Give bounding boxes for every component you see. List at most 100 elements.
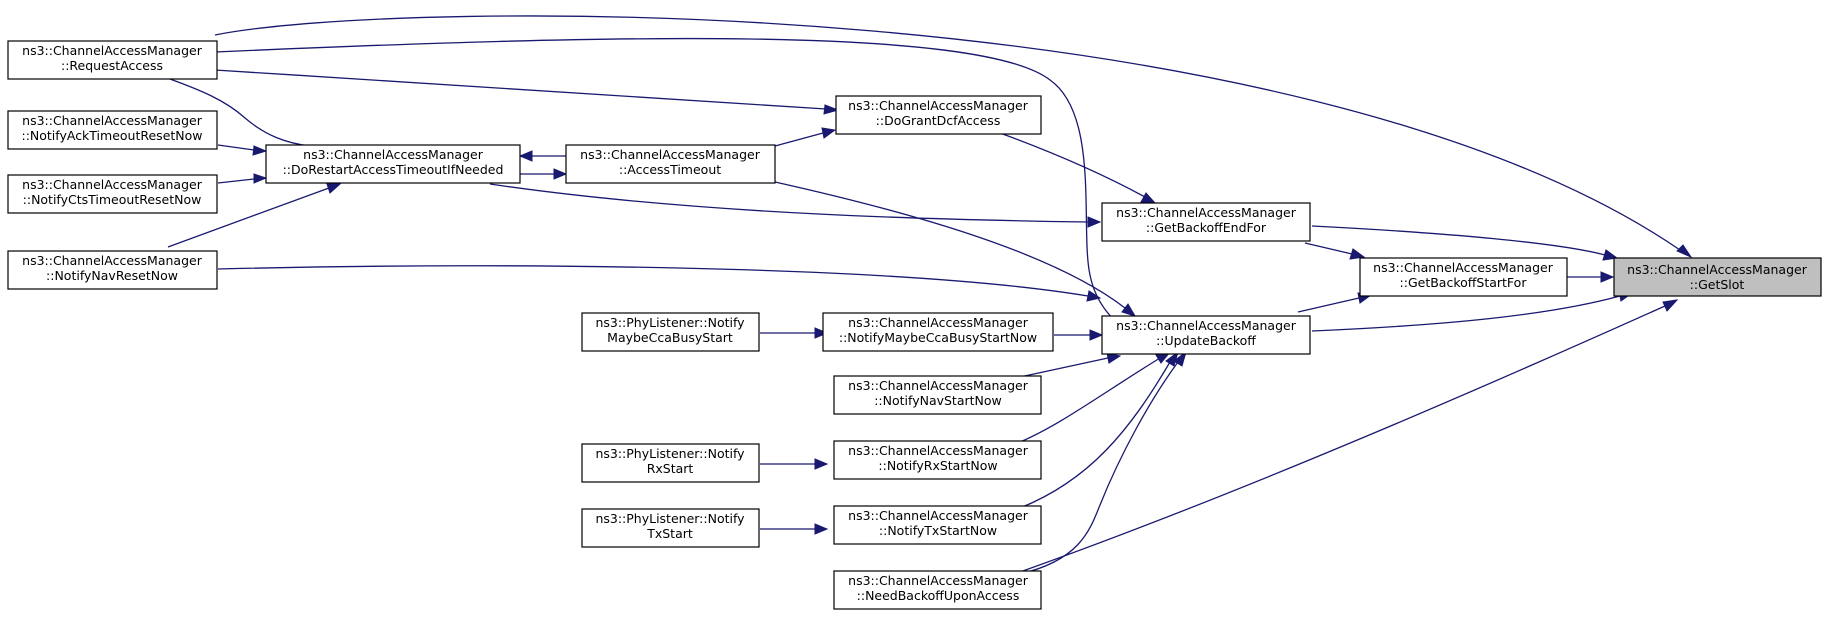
node-box xyxy=(1613,257,1822,297)
arrowhead xyxy=(553,168,568,180)
node-label: ::NotifyRxStartNow xyxy=(878,458,997,473)
node-label: ns3::ChannelAccessManager xyxy=(848,98,1029,113)
arrowhead xyxy=(252,145,268,156)
arrowhead xyxy=(1173,350,1187,367)
node-get-slot[interactable]: ns3::ChannelAccessManager ::GetSlot xyxy=(1613,257,1822,297)
edge-update-backoff-to-get-backoff-start xyxy=(1297,297,1360,313)
edge-access-timeout-to-update-backoff xyxy=(774,181,1126,309)
node-label: ns3::ChannelAccessManager xyxy=(848,315,1029,330)
edge-request-access-to-update-backoff xyxy=(214,37,1129,331)
edge-notify-nav-reset-to-do-restart xyxy=(167,187,330,248)
node-label: ns3::ChannelAccessManager xyxy=(848,443,1029,458)
node-do-grant-dcf-access[interactable]: ns3::ChannelAccessManager ::DoGrantDcfAc… xyxy=(835,95,1042,135)
node-request-access[interactable]: ns3::ChannelAccessManager ::RequestAcces… xyxy=(7,40,218,80)
node-notify-ack-timeout-reset-now[interactable]: ns3::ChannelAccessManager ::NotifyAckTim… xyxy=(7,110,218,150)
node-label: ns3::ChannelAccessManager xyxy=(848,573,1029,588)
node-update-backoff[interactable]: ns3::ChannelAccessManager ::UpdateBackof… xyxy=(1101,315,1311,355)
edge-need-backoff-to-get-slot xyxy=(1019,305,1666,573)
node-box xyxy=(581,443,760,483)
edge-do-restart-to-get-backoff-end xyxy=(489,183,1089,223)
node-box xyxy=(833,440,1042,480)
arrowhead xyxy=(326,183,342,194)
node-label: ::AccessTimeout xyxy=(619,162,721,177)
arrowhead xyxy=(1087,216,1102,228)
node-box xyxy=(1359,257,1568,297)
arrowhead xyxy=(1676,244,1693,259)
node-phy-listener-notify-rx-start[interactable]: ns3::PhyListener::Notify RxStart xyxy=(581,443,760,483)
node-label: ns3::ChannelAccessManager xyxy=(848,378,1029,393)
arrowhead xyxy=(814,327,829,339)
node-label: ::NotifyAckTimeoutResetNow xyxy=(21,128,202,143)
node-label: ::NeedBackoffUponAccess xyxy=(857,588,1020,603)
node-label: ::NotifyNavStartNow xyxy=(874,393,1002,408)
node-box xyxy=(833,375,1042,415)
node-need-backoff-upon-access[interactable]: ns3::ChannelAccessManager ::NeedBackoffU… xyxy=(833,570,1042,610)
edge-request-access-to-do-grant xyxy=(214,69,827,110)
arrowhead xyxy=(1662,299,1679,312)
node-box xyxy=(581,312,760,352)
node-label: ::UpdateBackoff xyxy=(1156,333,1256,348)
arrowhead xyxy=(518,150,533,162)
node-box xyxy=(265,144,521,184)
node-box xyxy=(565,144,776,184)
node-label: ns3::ChannelAccessManager xyxy=(580,147,761,162)
edge-notify-nav-reset-to-update-backoff xyxy=(217,265,1089,297)
edges xyxy=(167,15,1681,575)
node-box xyxy=(581,508,760,548)
node-access-timeout[interactable]: ns3::ChannelAccessManager ::AccessTimeou… xyxy=(565,144,776,184)
arrowhead xyxy=(823,104,840,115)
node-label: RxStart xyxy=(647,461,694,476)
edge-get-backoff-end-to-get-slot xyxy=(1311,225,1606,256)
node-notify-rx-start-now[interactable]: ns3::ChannelAccessManager ::NotifyRxStar… xyxy=(833,440,1042,480)
node-label: ::GetBackoffEndFor xyxy=(1146,220,1267,235)
node-box xyxy=(835,95,1042,135)
node-do-restart-access-timeout-if-needed[interactable]: ns3::ChannelAccessManager ::DoRestartAcc… xyxy=(265,144,521,184)
node-notify-maybe-cca-busy-start-now[interactable]: ns3::ChannelAccessManager ::NotifyMaybeC… xyxy=(822,312,1054,352)
node-notify-tx-start-now[interactable]: ns3::ChannelAccessManager ::NotifyTxStar… xyxy=(833,505,1042,545)
edge-access-timeout-to-do-grant xyxy=(774,132,824,147)
arrowhead xyxy=(1121,303,1137,317)
node-box xyxy=(822,312,1054,352)
edge-request-access-to-do-restart xyxy=(169,78,311,147)
node-label: ns3::ChannelAccessManager xyxy=(1627,262,1808,277)
node-notify-cts-timeout-reset-now[interactable]: ns3::ChannelAccessManager ::NotifyCtsTim… xyxy=(7,174,218,214)
node-label: ns3::ChannelAccessManager xyxy=(22,43,203,58)
node-label: ::RequestAccess xyxy=(61,58,163,73)
node-label: ns3::ChannelAccessManager xyxy=(848,508,1029,523)
node-box xyxy=(1101,202,1311,242)
node-label: ns3::PhyListener::Notify xyxy=(595,315,745,330)
node-label: ::GetSlot xyxy=(1690,277,1745,292)
edge-notify-nav-start-to-update-backoff xyxy=(1019,357,1109,378)
node-label: ::GetBackoffStartFor xyxy=(1400,275,1528,290)
node-phy-listener-notify-maybe-cca-busy-start[interactable]: ns3::PhyListener::Notify MaybeCcaBusySta… xyxy=(581,312,760,352)
node-box xyxy=(833,505,1042,545)
arrowhead xyxy=(1086,290,1102,302)
node-get-backoff-start-for[interactable]: ns3::ChannelAccessManager ::GetBackoffSt… xyxy=(1359,257,1568,297)
edge-need-backoff-to-update-backoff xyxy=(1019,361,1179,575)
node-label: ns3::ChannelAccessManager xyxy=(22,177,203,192)
node-box xyxy=(7,250,218,290)
edge-get-backoff-end-to-get-backoff-start xyxy=(1304,242,1353,255)
node-notify-nav-reset-now[interactable]: ns3::ChannelAccessManager ::NotifyNavRes… xyxy=(7,250,218,290)
node-label: TxStart xyxy=(646,526,693,541)
node-label: ns3::ChannelAccessManager xyxy=(1116,205,1297,220)
edge-update-backoff-to-get-slot xyxy=(1311,295,1621,332)
node-phy-listener-notify-tx-start[interactable]: ns3::PhyListener::Notify TxStart xyxy=(581,508,760,548)
node-label: ns3::ChannelAccessManager xyxy=(303,147,484,162)
edge-notify-rx-to-update-backoff xyxy=(1019,357,1161,443)
node-label: ns3::ChannelAccessManager xyxy=(22,253,203,268)
node-label: ns3::PhyListener::Notify xyxy=(595,446,745,461)
node-notify-nav-start-now[interactable]: ns3::ChannelAccessManager ::NotifyNavSta… xyxy=(833,375,1042,415)
node-label: ::DoRestartAccessTimeoutIfNeeded xyxy=(283,162,504,177)
node-box xyxy=(7,110,218,150)
node-get-backoff-end-for[interactable]: ns3::ChannelAccessManager ::GetBackoffEn… xyxy=(1101,202,1311,242)
node-label: ::DoGrantDcfAccess xyxy=(876,113,1001,128)
node-label: ns3::ChannelAccessManager xyxy=(1373,260,1554,275)
node-label: ::NotifyTxStartNow xyxy=(879,523,997,538)
arrowhead xyxy=(821,127,837,139)
arrowhead xyxy=(814,458,829,470)
edge-request-access-to-get-slot xyxy=(214,15,1681,251)
node-label: MaybeCcaBusyStart xyxy=(607,330,733,345)
node-label: ::NotifyCtsTimeoutResetNow xyxy=(23,192,202,207)
